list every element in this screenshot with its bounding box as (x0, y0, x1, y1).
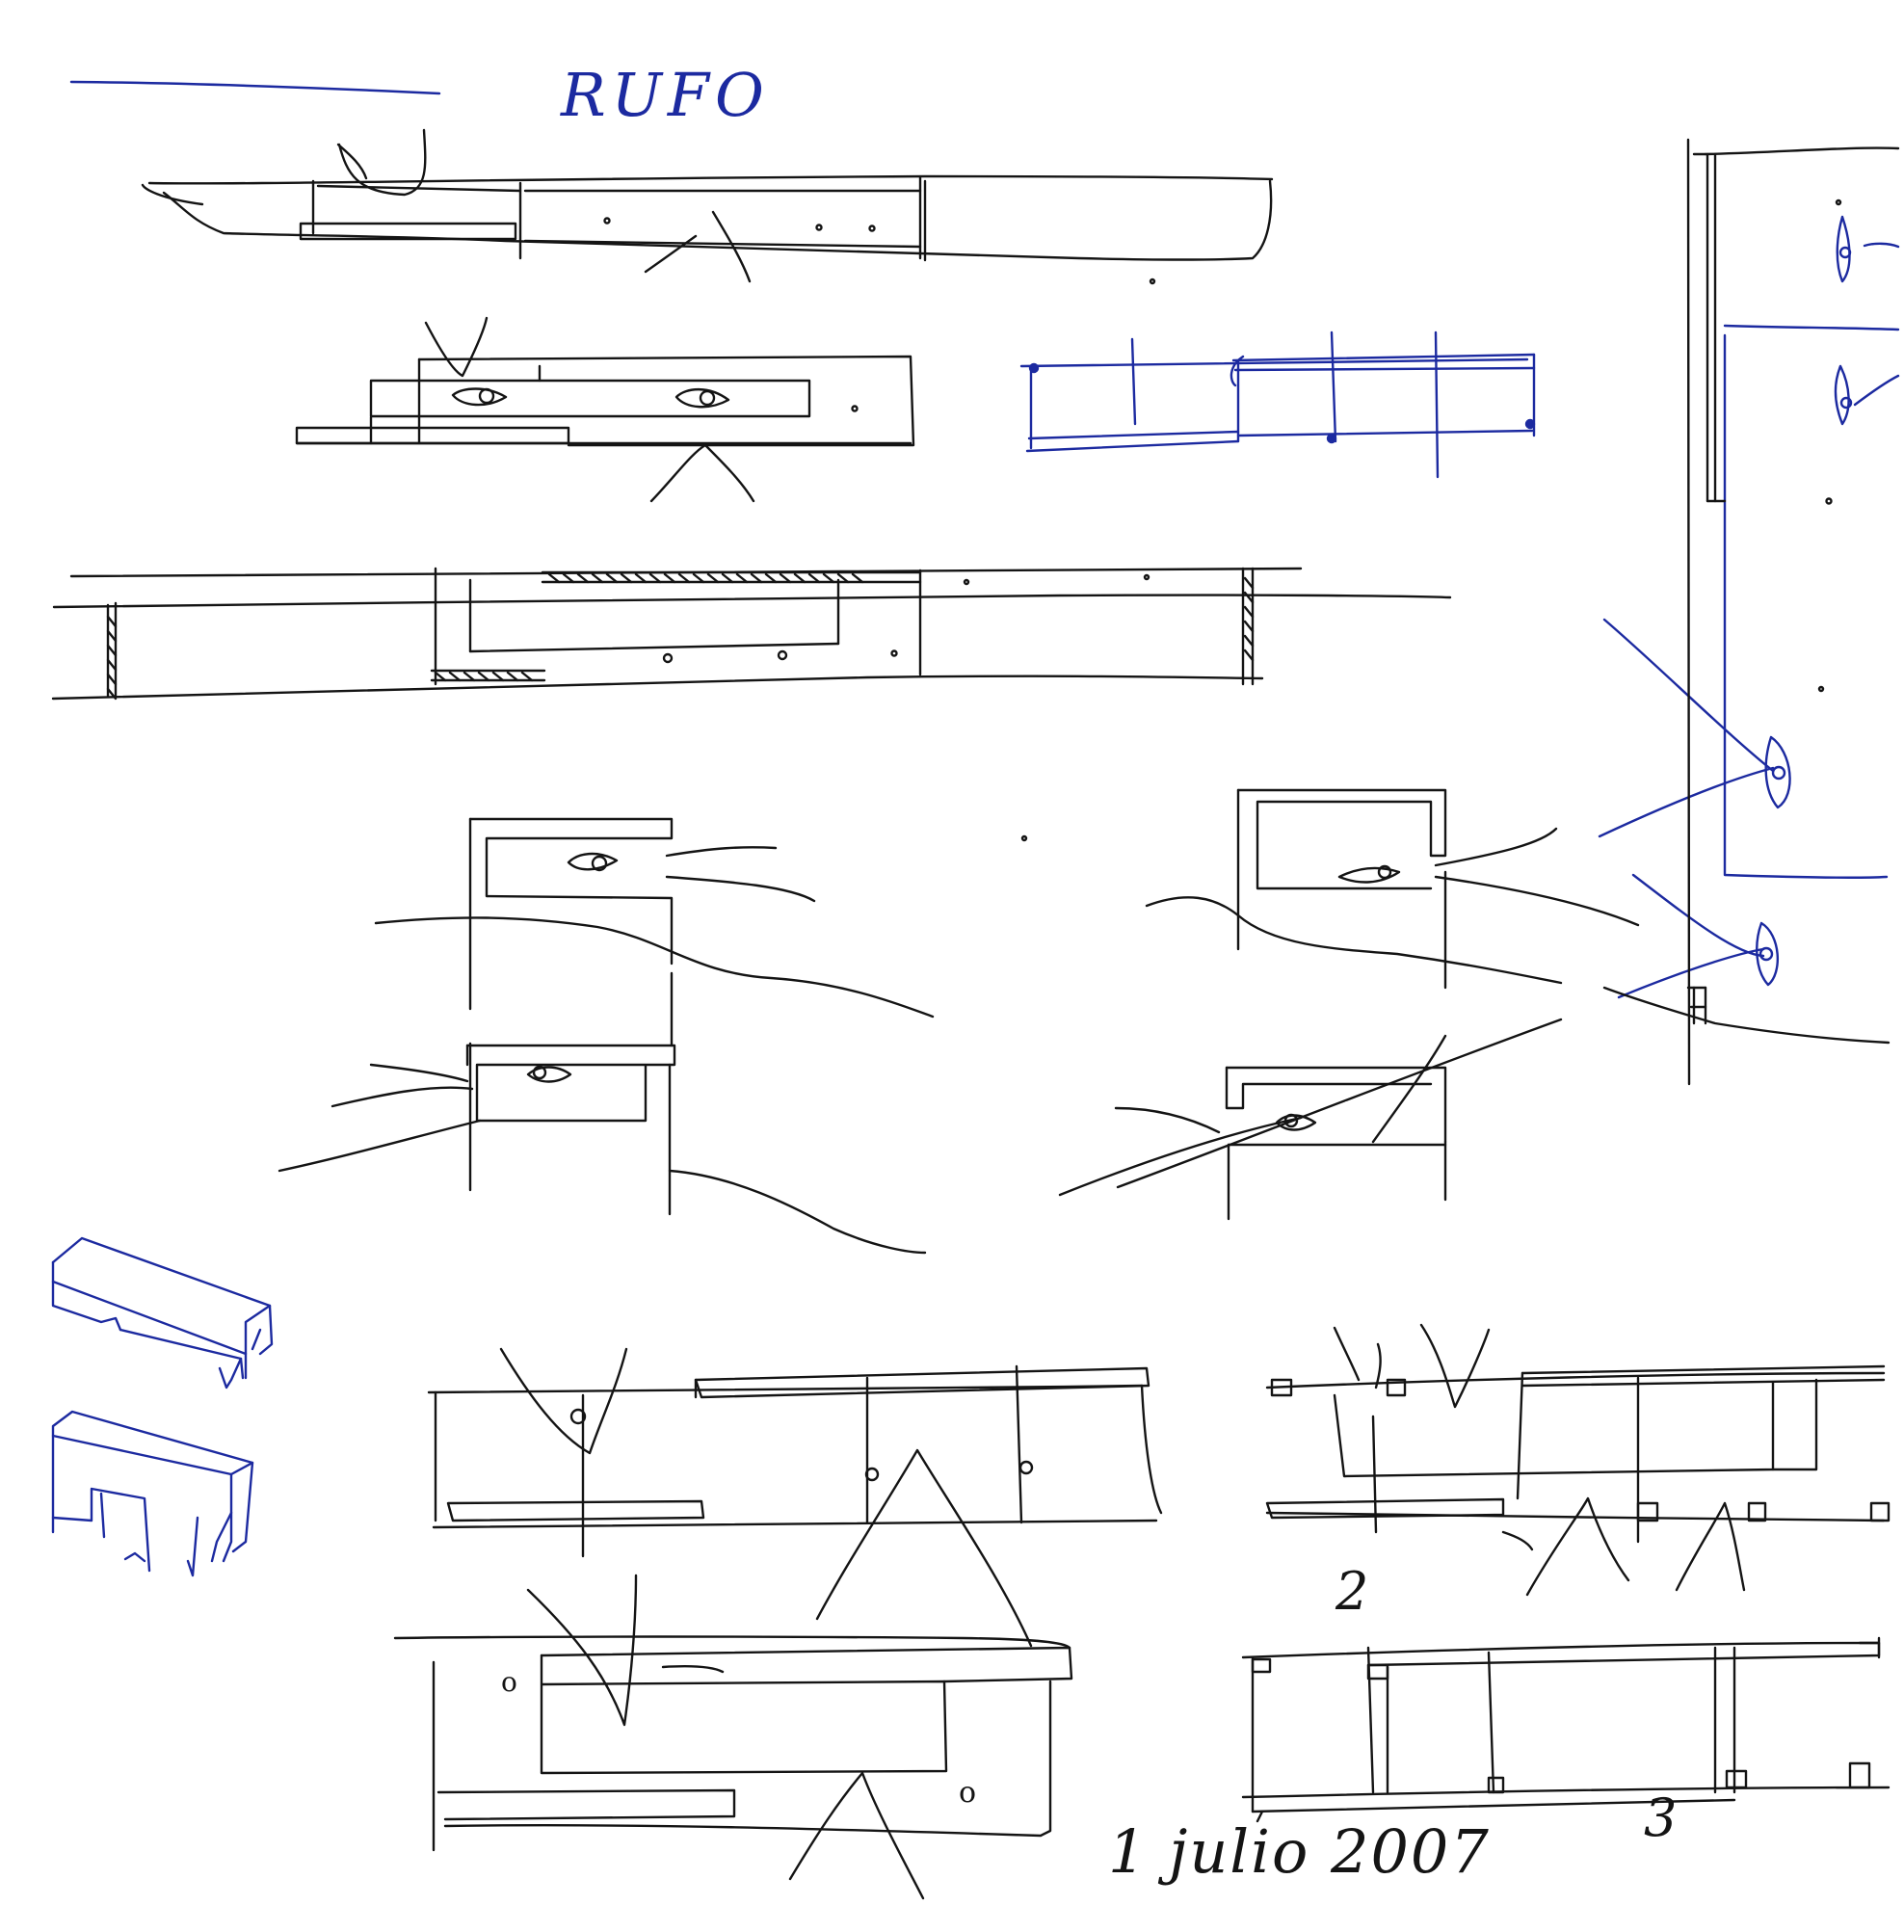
sketch-lower-left-elevation (427, 1347, 1163, 1648)
svg-text:o: o (501, 1666, 517, 1698)
sketch-number-2: 2 (1335, 1561, 1369, 1622)
sketch-stacked-volume (295, 316, 915, 503)
blue-header-line (69, 80, 441, 95)
sketch-blue-isometric-bottom (51, 1410, 254, 1577)
sketch-lower-right-elevation (1265, 1323, 1891, 1597)
sketch-right-edge-section (1598, 215, 1900, 999)
svg-text:o: o (959, 1776, 976, 1810)
sheet-date: 1 julio 2007 (1108, 1816, 1491, 1887)
sketch-section-left (278, 817, 1028, 1255)
sketch-lower-right-plan (1241, 1636, 1891, 1823)
sketch-number-3: 3 (1644, 1787, 1678, 1848)
sketch-blue-isometric-top (51, 1236, 274, 1389)
sketch-section-right (1058, 788, 1640, 1221)
sketch-right-edge-walls (1602, 138, 1900, 1086)
sketch-long-section (51, 567, 1452, 701)
sketch-lower-left-section: o o (393, 1574, 1073, 1900)
sketch-blue-plan (1019, 331, 1536, 479)
sketch-long-elevation-top (141, 128, 1274, 285)
sheet-title: RUFO (561, 60, 770, 130)
